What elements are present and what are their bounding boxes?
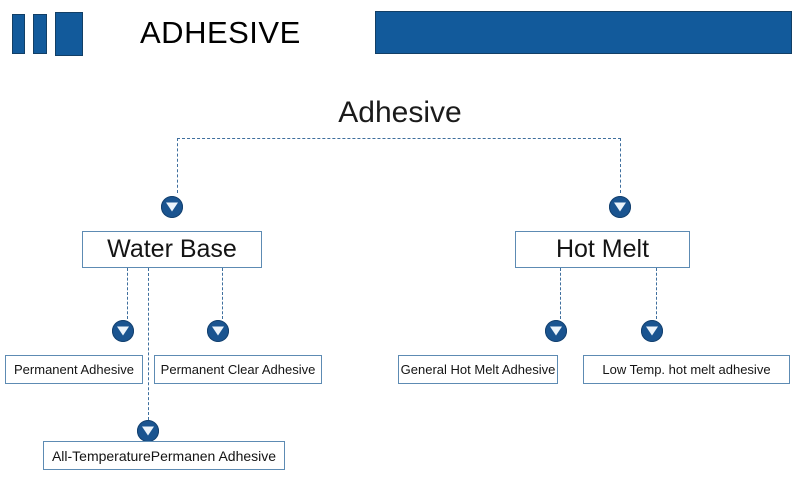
diagram-title: Adhesive (338, 96, 462, 129)
arrow-down-icon-permanent-adhesive (112, 320, 134, 342)
logo-bar-1-icon (12, 14, 25, 54)
node-all-temperature-permanen-adhesive[interactable]: All-TemperaturePermanen Adhesive (43, 441, 285, 470)
arrow-down-icon-general-hot-melt (545, 320, 567, 342)
node-permanent-adhesive[interactable]: Permanent Adhesive (5, 355, 143, 384)
header-banner (375, 11, 792, 54)
arrow-down-icon-all-temperature (137, 420, 159, 442)
connector-hot-melt-to-low-temp (656, 268, 657, 319)
connector-root-to-hot-melt (620, 138, 621, 193)
connector-water-base-to-all-temperature (148, 268, 149, 420)
node-water-base[interactable]: Water Base (82, 231, 262, 268)
connector-water-base-to-permanent-clear-adhesive (222, 268, 223, 319)
connector-root-to-water-base (177, 138, 178, 193)
header-title: ADHESIVE (140, 15, 301, 50)
logo-bar-3-icon (55, 12, 83, 56)
logo-bar-2-icon (33, 14, 47, 54)
connector-hot-melt-to-general (560, 268, 561, 319)
node-general-hot-melt-adhesive[interactable]: General Hot Melt Adhesive (398, 355, 558, 384)
connector-water-base-to-permanent-adhesive (127, 268, 128, 319)
arrow-down-icon-hot-melt (609, 196, 631, 218)
arrow-down-icon-low-temp-hot-melt (641, 320, 663, 342)
node-permanent-clear-adhesive[interactable]: Permanent Clear Adhesive (154, 355, 322, 384)
node-hot-melt[interactable]: Hot Melt (515, 231, 690, 268)
connector-root-horizontal (177, 138, 621, 139)
node-low-temp-hot-melt-adhesive[interactable]: Low Temp. hot melt adhesive (583, 355, 790, 384)
arrow-down-icon-permanent-clear-adhesive (207, 320, 229, 342)
arrow-down-icon-water-base (161, 196, 183, 218)
